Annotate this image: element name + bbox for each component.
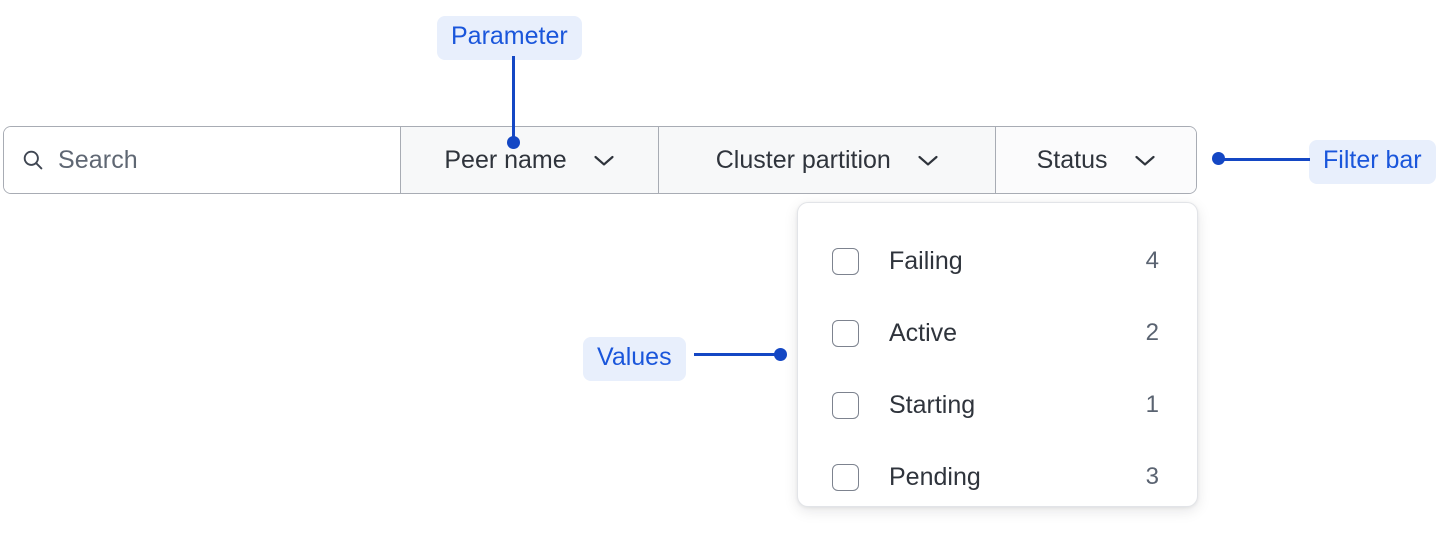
chevron-down-icon bbox=[593, 154, 615, 167]
chevron-down-icon bbox=[917, 154, 939, 167]
status-dropdown-panel: Failing 4 Active 2 Starting 1 Pending 3 bbox=[797, 202, 1198, 507]
filter-bar: Search Peer name Cluster partition Statu… bbox=[3, 126, 1197, 194]
annotation-leader-line-values bbox=[694, 353, 780, 356]
filter-dropdown-peer-name[interactable]: Peer name bbox=[400, 127, 660, 193]
list-item[interactable]: Pending 3 bbox=[832, 441, 1159, 513]
list-item-label: Pending bbox=[889, 462, 981, 491]
list-item[interactable]: Active 2 bbox=[832, 297, 1159, 369]
filter-dropdown-cluster-partition-label: Cluster partition bbox=[715, 145, 891, 174]
filter-dropdown-status-label: Status bbox=[1036, 145, 1108, 174]
list-item-count: 4 bbox=[1145, 247, 1159, 274]
checkbox-starting[interactable] bbox=[832, 391, 859, 419]
list-item[interactable]: Starting 1 bbox=[832, 369, 1159, 441]
annotation-leader-line-parameter bbox=[512, 56, 515, 142]
search-icon bbox=[22, 149, 44, 171]
annotation-anchor-dot-values bbox=[774, 348, 787, 361]
list-item[interactable]: Failing 4 bbox=[832, 225, 1159, 297]
list-item-count: 3 bbox=[1145, 463, 1159, 490]
checkbox-pending[interactable] bbox=[832, 463, 859, 491]
list-item-count: 2 bbox=[1145, 319, 1159, 346]
annotation-label-values: Values bbox=[583, 337, 686, 381]
list-item-label: Active bbox=[889, 318, 958, 347]
checkbox-failing[interactable] bbox=[832, 247, 859, 275]
annotation-anchor-dot-filter-bar bbox=[1212, 152, 1225, 165]
search-placeholder: Search bbox=[58, 145, 138, 174]
chevron-down-icon bbox=[1134, 154, 1156, 167]
checkbox-active[interactable] bbox=[832, 319, 859, 347]
annotation-label-parameter: Parameter bbox=[437, 16, 582, 60]
list-item-label: Starting bbox=[889, 390, 976, 419]
filter-dropdown-status[interactable]: Status bbox=[996, 127, 1196, 193]
filter-dropdown-cluster-partition[interactable]: Cluster partition bbox=[659, 127, 997, 193]
annotation-anchor-dot-parameter bbox=[507, 136, 520, 149]
search-field[interactable]: Search bbox=[4, 127, 401, 193]
list-item-count: 1 bbox=[1145, 391, 1159, 418]
annotation-leader-line-filter-bar bbox=[1224, 158, 1310, 161]
list-item-label: Failing bbox=[889, 246, 963, 275]
filter-dropdown-peer-name-label: Peer name bbox=[444, 145, 567, 174]
annotation-label-filter-bar: Filter bar bbox=[1309, 140, 1436, 184]
